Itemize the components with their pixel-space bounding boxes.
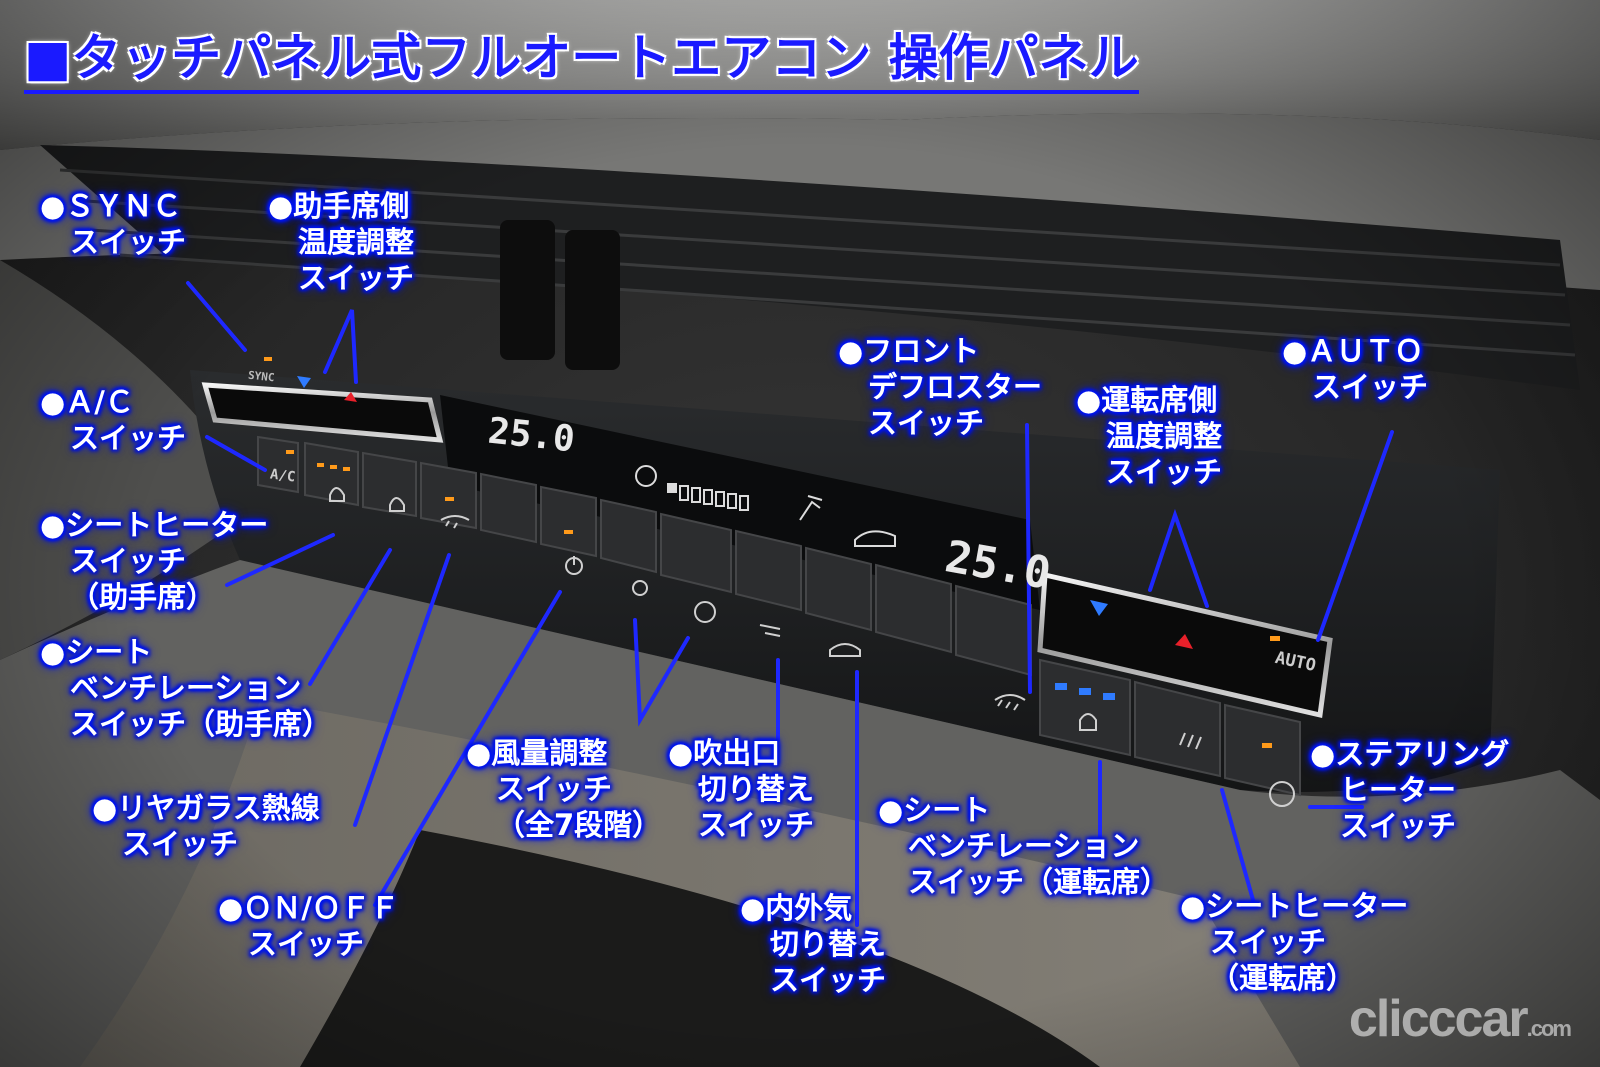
label-fan-speed-switch: ●風量調整スイッチ（全7段階） <box>466 736 662 842</box>
page-title: ■タッチパネル式フルオートエアコン 操作パネル <box>24 28 1139 94</box>
watermark-logo: clicccar.com <box>1348 990 1572 1048</box>
label-vent-mode-switch: ●吹出口切り替えスイッチ <box>668 736 815 842</box>
label-driver-temp-switch: ●運転席側温度調整スイッチ <box>1076 383 1223 489</box>
label-steering-heater-switch: ●ステアリングヒータースイッチ <box>1310 737 1510 843</box>
label-front-defrost-switch: ●フロントデフロスタースイッチ <box>838 334 1043 440</box>
label-seat-vent-driver: ●シートベンチレーションスイッチ（運転席） <box>878 793 1170 899</box>
label-recirc-switch: ●内外気切り替えスイッチ <box>740 891 887 997</box>
label-rear-defog-switch: ●リヤガラス熱線スイッチ <box>92 791 320 861</box>
label-seat-heater-driver: ●シートヒータースイッチ（運転席） <box>1180 889 1409 995</box>
sync-button-text[interactable]: SYNC <box>247 368 276 385</box>
leader-lines <box>186 281 1394 927</box>
label-seat-vent-passenger: ●シートベンチレーションスイッチ（助手席） <box>40 635 332 741</box>
label-passenger-temp-switch: ●助手席側温度調整スイッチ <box>268 189 415 295</box>
label-seat-heater-passenger: ●シートヒータースイッチ（助手席） <box>40 508 269 614</box>
ac-button-text[interactable]: A/C <box>269 466 297 486</box>
